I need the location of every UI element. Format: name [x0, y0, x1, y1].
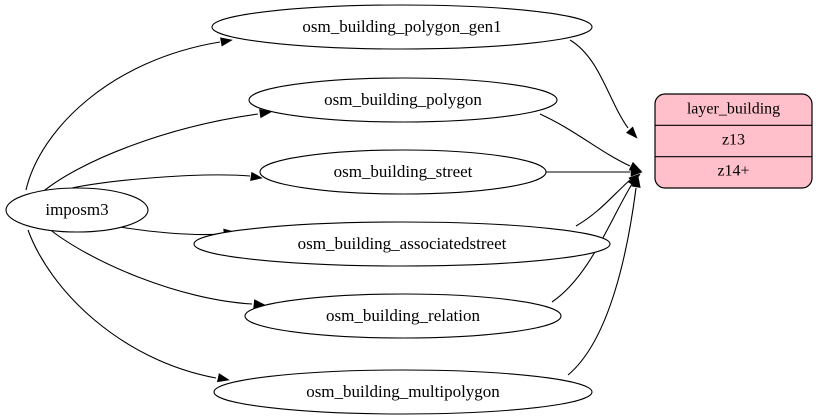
- record-row-label: z14+: [717, 163, 749, 180]
- edge-arrowhead: [250, 171, 263, 182]
- node-label: imposm3: [45, 200, 108, 219]
- record-row-label: layer_building: [687, 101, 780, 118]
- graph-node[interactable]: osm_building_street: [259, 149, 547, 195]
- node-ellipse: [213, 369, 593, 415]
- graph-edge[interactable]: [567, 175, 642, 376]
- edge-line: [25, 41, 221, 191]
- edge-line: [569, 39, 629, 129]
- record-row[interactable]: layer_building: [687, 101, 780, 118]
- layer-building-record-node[interactable]: layer_building z13 z14+: [654, 93, 813, 189]
- edge-line: [567, 187, 637, 376]
- graph-edge[interactable]: [39, 108, 272, 195]
- graph-node[interactable]: imposm3: [5, 187, 149, 233]
- node-label: osm_building_polygon_gen1: [302, 17, 501, 36]
- record-node-layer: layer_building z13 z14+: [654, 93, 813, 189]
- node-ellipse: [211, 4, 593, 50]
- node-label: osm_building_associatedstreet: [298, 234, 507, 253]
- record-row-label: z13: [722, 132, 745, 149]
- node-label: osm_building_street: [334, 162, 473, 181]
- graph-node[interactable]: osm_building_polygon_gen1: [211, 4, 593, 50]
- node-ellipse: [193, 221, 611, 267]
- record-node-body: [654, 93, 813, 189]
- graph-edge[interactable]: [546, 167, 643, 177]
- edge-line: [27, 229, 217, 379]
- edge-line: [539, 113, 631, 167]
- node-ellipse: [259, 149, 547, 195]
- node-ellipse: [5, 187, 149, 233]
- edge-line: [39, 113, 259, 195]
- edge-line: [71, 174, 251, 189]
- graph-node[interactable]: osm_building_multipolygon: [213, 369, 593, 415]
- edge-line: [575, 179, 631, 227]
- edge-line: [47, 227, 253, 305]
- graph-edge[interactable]: [71, 171, 263, 189]
- edge-line: [119, 226, 223, 236]
- graph-edge[interactable]: [25, 36, 233, 191]
- graph-edge[interactable]: [569, 39, 640, 141]
- edge-arrowhead: [220, 37, 233, 47]
- record-row[interactable]: z13: [722, 132, 745, 149]
- graph-edge[interactable]: [539, 113, 643, 175]
- edge-arrowhead: [631, 175, 641, 188]
- edge-arrowhead: [630, 167, 643, 177]
- graph-node[interactable]: osm_building_associatedstreet: [193, 221, 611, 267]
- node-ellipse: [248, 77, 558, 123]
- record-row[interactable]: z14+: [717, 163, 749, 180]
- node-ellipse: [244, 293, 562, 339]
- nodes-layer: imposm3 osm_building_polygon_gen1 osm_buil…: [5, 4, 611, 415]
- graph-node[interactable]: osm_building_polygon: [248, 77, 558, 123]
- edge-arrowhead: [625, 126, 638, 139]
- graph-node[interactable]: osm_building_relation: [244, 293, 562, 339]
- graph-edge[interactable]: [27, 229, 230, 384]
- edge-arrowhead: [259, 108, 272, 119]
- node-label: osm_building_polygon: [324, 90, 482, 109]
- node-label: osm_building_multipolygon: [306, 382, 500, 401]
- node-label: osm_building_relation: [326, 306, 480, 325]
- edge-arrowhead: [216, 373, 230, 383]
